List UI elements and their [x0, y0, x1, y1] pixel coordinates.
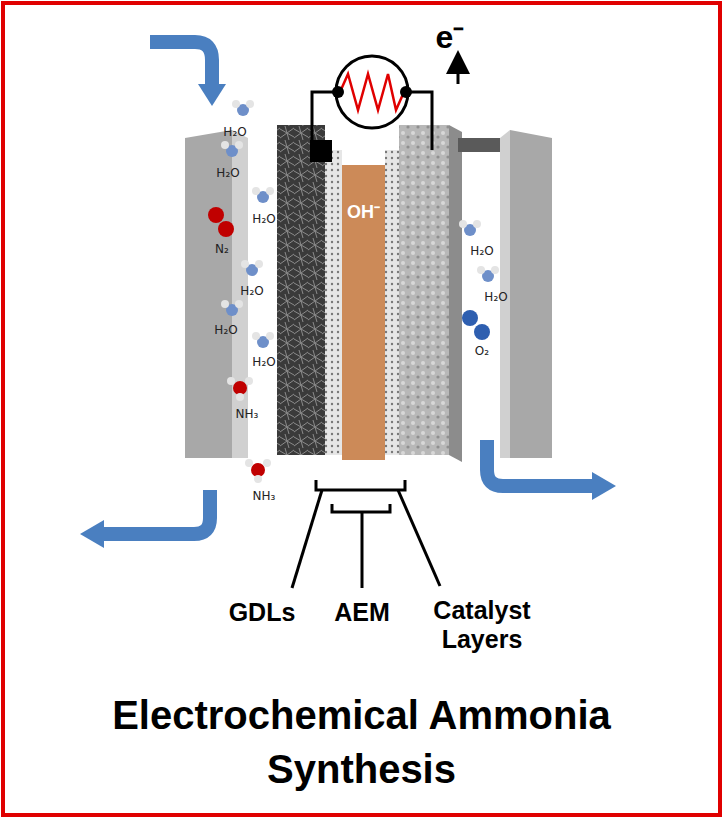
molecule-label: NH₃: [236, 408, 259, 421]
molecule-label: H₂O: [252, 356, 275, 369]
membrane: OH⁻: [342, 165, 385, 460]
molecule-label: H₂O: [240, 285, 263, 298]
molecule-label: N₂: [215, 243, 229, 256]
ion-label: OH⁻: [342, 199, 385, 223]
molecule-label: H₂O: [252, 213, 275, 226]
molecule-label: O₂: [475, 345, 489, 358]
part-label: AEM: [302, 598, 422, 627]
molecule-label: H₂O: [223, 126, 246, 139]
part-label: GDLs: [202, 598, 322, 627]
molecule-label: H₂O: [214, 324, 237, 337]
caption-title: Electrochemical Ammonia Synthesis: [60, 688, 663, 796]
electron-label: e⁻: [436, 20, 465, 55]
molecule-label: NH₃: [253, 490, 276, 503]
molecule-label: H₂O: [484, 291, 507, 304]
molecule-label: H₂O: [470, 245, 493, 258]
molecule-label: H₂O: [216, 167, 239, 180]
part-label: Catalyst Layers: [422, 596, 542, 654]
